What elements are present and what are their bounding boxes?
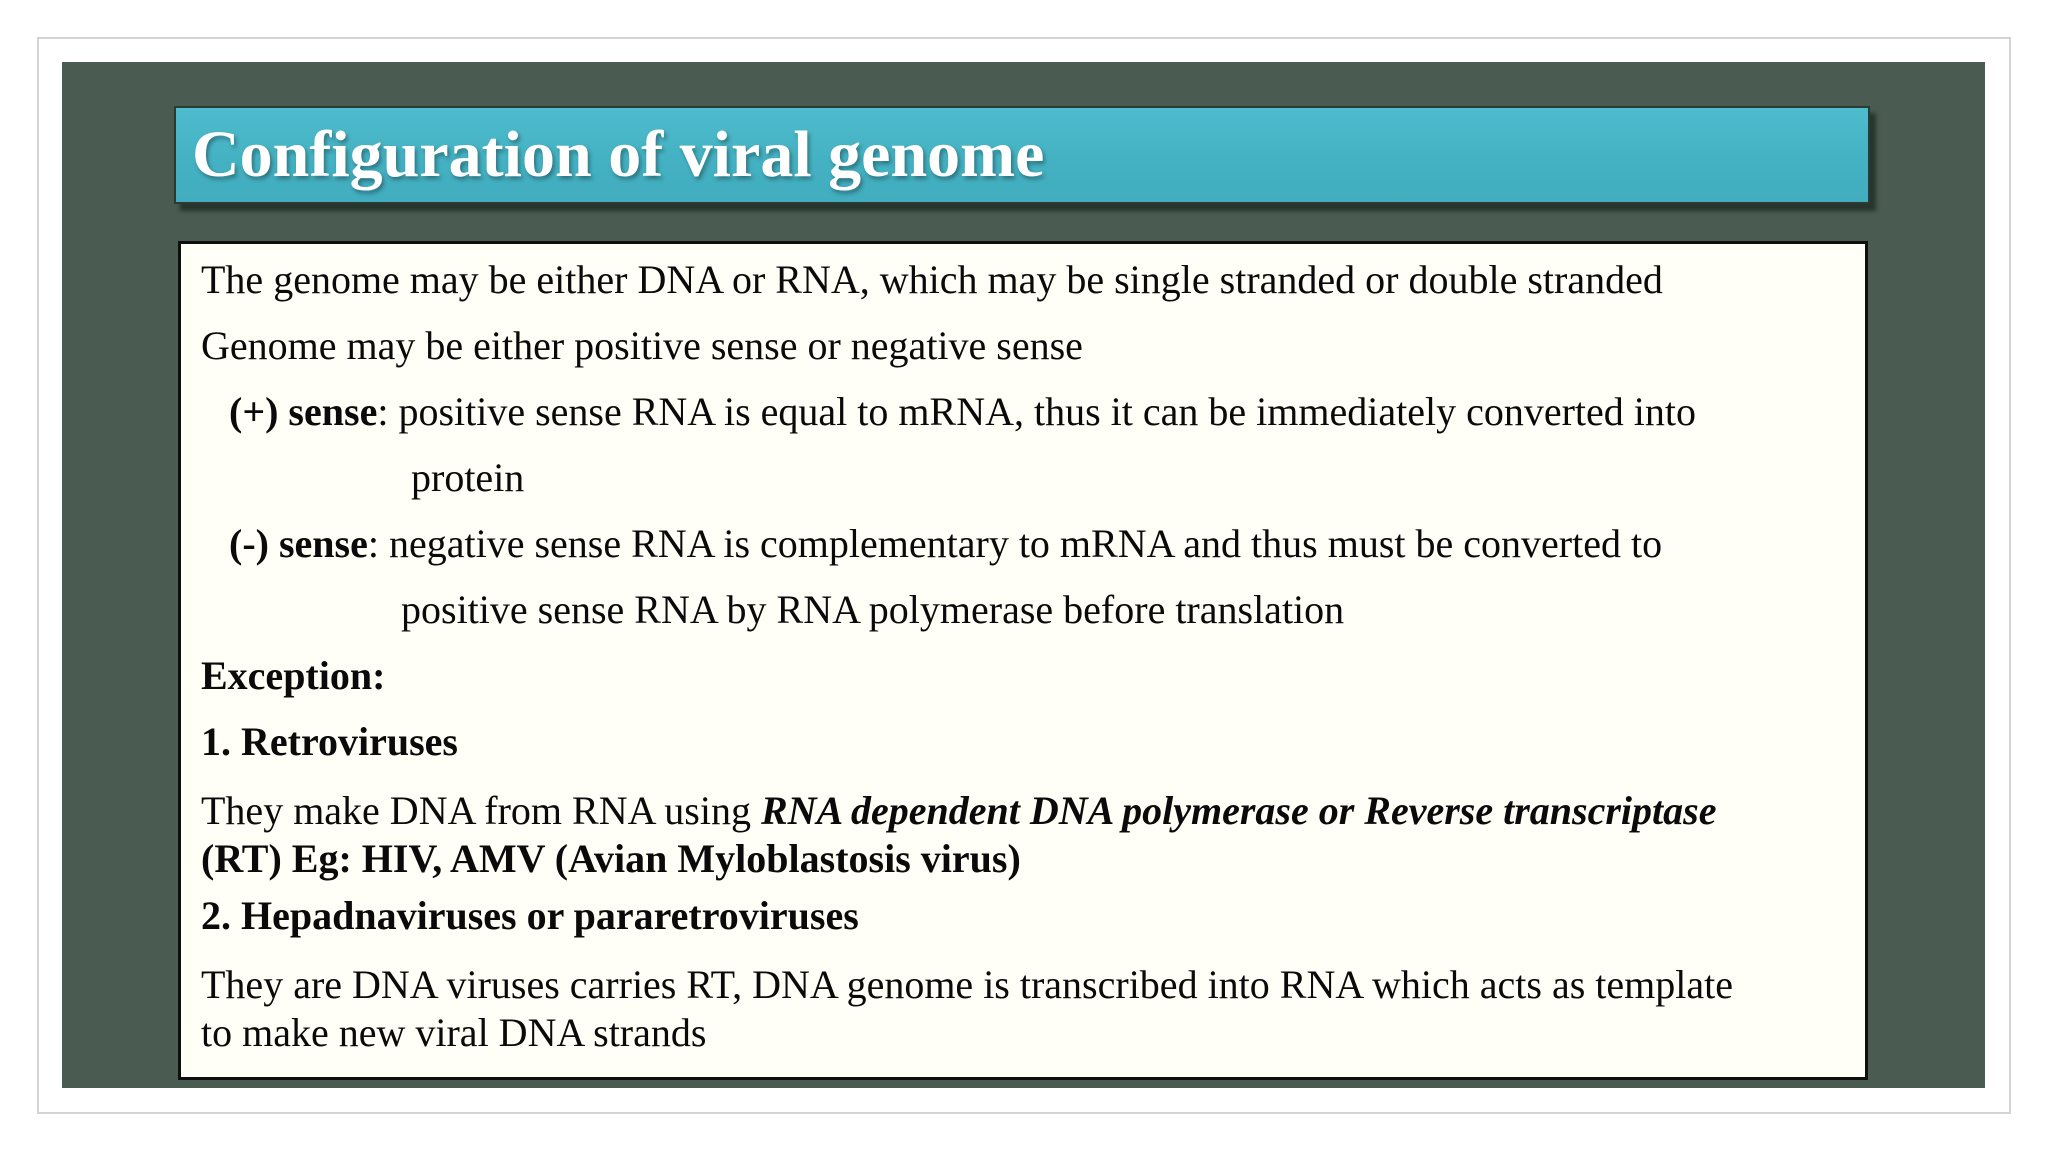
content-box: The genome may be either DNA or RNA, whi…	[178, 241, 1868, 1080]
retroviruses-line-2: (RT) Eg: HIV, AMV (Avian Myloblastosis v…	[201, 835, 1865, 883]
body-line-negative-sense-wrap: positive sense RNA by RNA polymerase bef…	[401, 577, 1865, 643]
positive-sense-label: (+) sense	[229, 389, 378, 434]
body-line-hepadnaviruses-heading: 2. Hepadnaviruses or pararetroviruses	[201, 883, 1865, 949]
body-line-positive-sense-wrap: protein	[411, 445, 1865, 511]
retroviruses-lead-text: They make DNA from RNA using	[201, 788, 761, 833]
hepadnaviruses-line-1: They are DNA viruses carries RT, DNA gen…	[201, 961, 1865, 1009]
body-line-retroviruses-heading: 1. Retroviruses	[201, 709, 1865, 775]
negative-sense-wrap-text: positive sense RNA by RNA polymerase bef…	[401, 587, 1345, 632]
body-line-sense-types: Genome may be either positive sense or n…	[201, 313, 1865, 379]
body-paragraph-retroviruses: They make DNA from RNA using RNA depende…	[201, 787, 1865, 883]
negative-sense-text: : negative sense RNA is complementary to…	[367, 521, 1663, 566]
body-line-genome-types: The genome may be either DNA or RNA, whi…	[201, 247, 1865, 313]
negative-sense-label: (-) sense	[229, 521, 368, 566]
retroviruses-heading: 1. Retroviruses	[201, 719, 458, 764]
body-line-negative-sense: (-) sense: negative sense RNA is complem…	[229, 511, 1865, 577]
retroviruses-examples-text: (RT) Eg: HIV, AMV (Avian Myloblastosis v…	[201, 836, 1021, 881]
body-text: The genome may be either DNA or RNA, whi…	[201, 257, 1663, 302]
slide-title: Configuration of viral genome	[192, 118, 1045, 191]
hepadnaviruses-text-1: They are DNA viruses carries RT, DNA gen…	[201, 962, 1734, 1007]
exception-heading: Exception:	[201, 653, 386, 698]
body-line-exception-heading: Exception:	[201, 643, 1865, 709]
slide-canvas: Configuration of viral genome The genome…	[62, 62, 1985, 1088]
body-text: Genome may be either positive sense or n…	[201, 323, 1083, 368]
positive-sense-wrap-text: protein	[411, 455, 525, 500]
positive-sense-text: : positive sense RNA is equal to mRNA, t…	[377, 389, 1696, 434]
hepadnaviruses-heading: 2. Hepadnaviruses or pararetroviruses	[201, 893, 859, 938]
body-line-positive-sense: (+) sense: positive sense RNA is equal t…	[229, 379, 1865, 445]
reverse-transcriptase-emphasis: RNA dependent DNA polymerase or Reverse …	[760, 788, 1717, 833]
retroviruses-line-1: They make DNA from RNA using RNA depende…	[201, 787, 1865, 835]
body-paragraph-hepadnaviruses: They are DNA viruses carries RT, DNA gen…	[201, 961, 1865, 1057]
hepadnaviruses-text-2: to make new viral DNA strands	[201, 1010, 707, 1055]
title-bar: Configuration of viral genome	[174, 106, 1870, 204]
hepadnaviruses-line-2: to make new viral DNA strands	[201, 1009, 1865, 1057]
